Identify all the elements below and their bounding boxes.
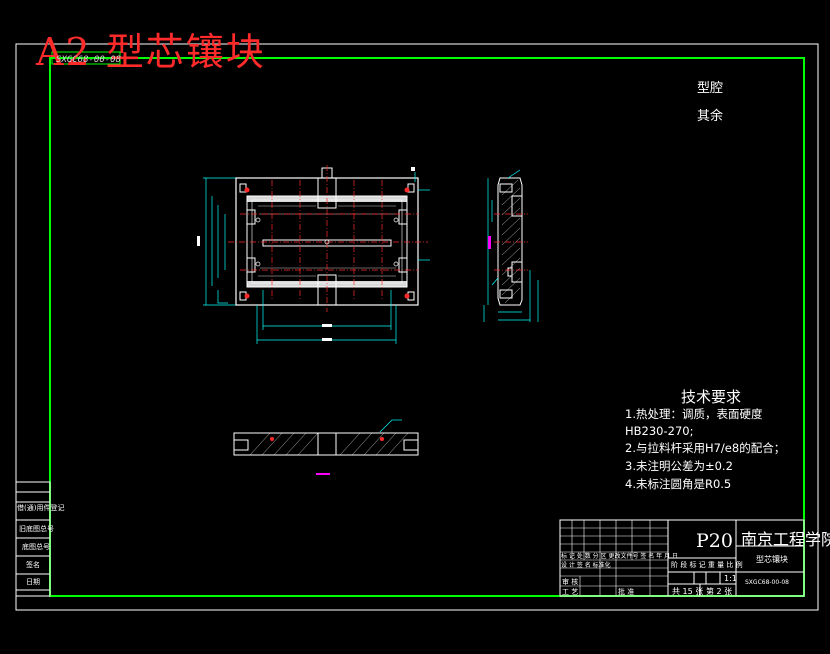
review-label: 审 核: [562, 578, 579, 586]
page-code: P20: [696, 530, 733, 552]
side-label: 旧底图总号: [19, 525, 54, 533]
drawing-number: SXGC68-00-08: [56, 55, 122, 65]
header-row: 标 记 处 数 分 区 更改文件号 签 名 年 月 日: [561, 553, 678, 560]
drawing-border: [49, 57, 805, 597]
drawing-code: SXGC68-00-08: [745, 579, 789, 586]
design-row: 设 计 签 名 标准化: [561, 562, 611, 569]
sheet-outer-frame: [15, 43, 819, 611]
scale-value: 1:1: [724, 574, 737, 583]
stage-columns: 阶 段 标 记 重 量 比 例: [671, 561, 743, 569]
plan-view: [197, 165, 430, 344]
roughness-note-cavity: 型腔: [697, 81, 724, 96]
process-label: 工 艺: [562, 588, 579, 596]
tech-requirements-heading: 技术要求: [681, 388, 742, 406]
tech-requirement-item: 3.未注明公差为±0.2: [625, 459, 733, 473]
sheet-title: A2 型芯镶块: [36, 30, 266, 74]
drawing-number-box: [51, 51, 121, 65]
side-label: 借(通)用件登记: [17, 504, 65, 512]
part-name: 型芯镶块: [756, 555, 788, 564]
side-column: [15, 481, 51, 597]
tech-requirement-item: HB230-270;: [625, 424, 694, 438]
title-block-small-grid: [560, 520, 668, 596]
sheet-count: 共 15 张: [672, 587, 704, 596]
side-label: 底图总号: [22, 543, 50, 551]
tech-requirement-item: 1.热处理：调质，表面硬度: [625, 407, 763, 421]
bottom-view: [233, 419, 419, 475]
tech-requirement-item: 4.未标注圆角是R0.5: [625, 477, 732, 491]
sheet-number: 第 2 张: [706, 587, 733, 596]
side-label: 签名: [26, 561, 40, 569]
roughness-note-rest: 其余: [697, 109, 724, 124]
section-view: [483, 169, 539, 322]
tech-requirement-item: 2.与拉料杆采用H7/e8的配合；: [625, 441, 786, 455]
side-label: 日期: [26, 578, 40, 586]
school-name: 南京工程学院: [741, 530, 830, 549]
title-block-grid: [559, 519, 805, 597]
approve-label: 批 准: [618, 588, 635, 596]
